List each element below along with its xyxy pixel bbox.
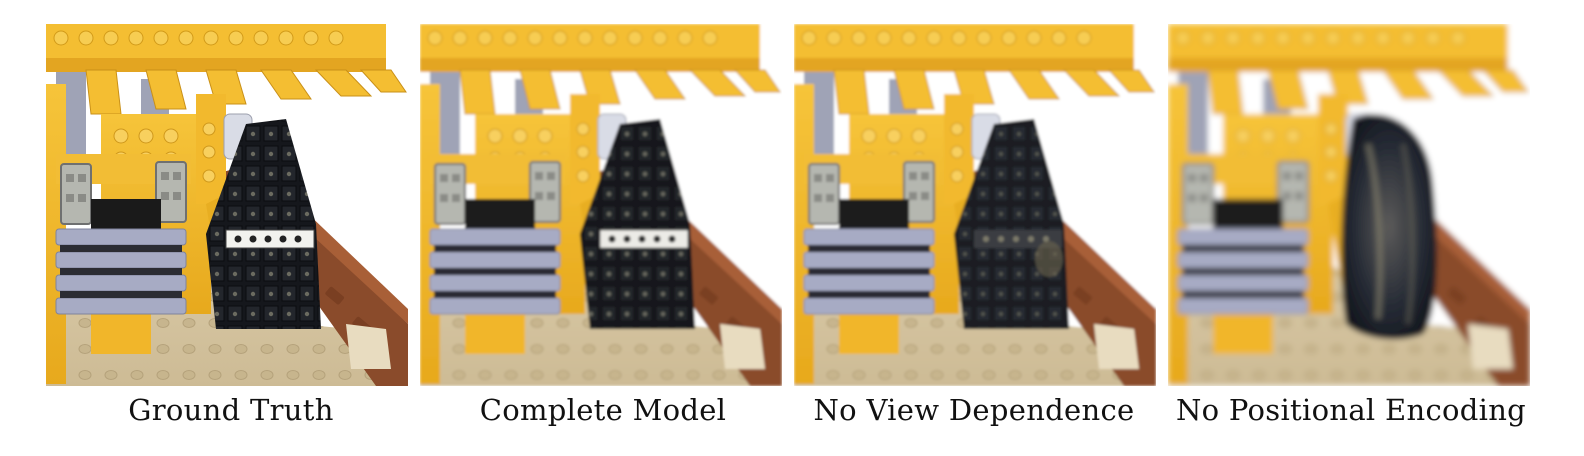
panel-no-view-dependence: No View Dependence [794,0,1174,456]
panel-ground-truth: Ground Truth [46,0,426,456]
no-positional-encoding-image [1168,24,1530,386]
caption-ground-truth: Ground Truth [128,393,334,427]
caption-no-view-dependence: No View Dependence [813,393,1135,427]
no-view-dependence-image [794,24,1156,386]
caption-no-positional-encoding: No Positional Encoding [1175,393,1527,427]
caption-complete-model: Complete Model [479,393,727,427]
panel-complete-model: Complete Model [420,0,800,456]
panel-no-positional-encoding: No Positional Encoding [1168,0,1548,456]
complete-model-image [420,24,782,386]
ground-truth-image [46,24,408,386]
